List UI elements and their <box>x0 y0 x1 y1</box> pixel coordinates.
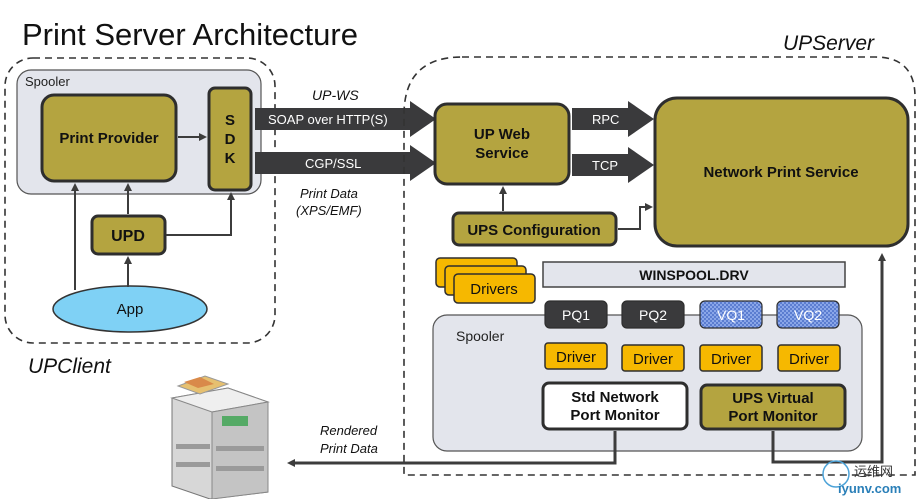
rendered-label-line2: Print Data <box>320 441 378 456</box>
ups-configuration-label: UPS Configuration <box>467 222 600 239</box>
ups-virtual-port-monitor-box <box>699 383 847 431</box>
rpc-connection-bar <box>572 101 654 137</box>
queue-vq2 <box>776 300 840 329</box>
print-provider-box <box>40 93 178 183</box>
std-network-port-monitor-label-line1: Std Network <box>571 389 659 406</box>
driver-box-1-label: Driver <box>556 349 596 366</box>
sdk-letter-k: K <box>225 150 236 167</box>
upclient-region <box>4 57 276 344</box>
upclient-label: UPClient <box>28 355 112 378</box>
winspool-box <box>542 261 846 288</box>
config-to-nps-arrow <box>618 203 653 230</box>
network-print-service-box <box>653 96 910 248</box>
driver-box-1 <box>544 342 608 370</box>
sdk-letter-d: D <box>225 131 236 148</box>
printer-icon <box>170 375 270 500</box>
app-ellipse <box>52 285 208 333</box>
up-web-service-box <box>433 102 571 186</box>
print-data-label-line2: (XPS/EMF) <box>296 203 362 218</box>
queue-vq1-label: VQ1 <box>717 307 745 323</box>
std-monitor-to-printer-arrow <box>287 431 617 467</box>
driver-box-4 <box>777 344 841 372</box>
winspool-label: WINSPOOL.DRV <box>639 267 749 283</box>
sdk-box <box>207 86 253 192</box>
drivers-stack-label: Drivers <box>470 281 518 298</box>
driver-box-3-label: Driver <box>711 351 751 368</box>
tcp-connection-bar <box>572 147 654 183</box>
network-print-service-label: Network Print Service <box>703 164 858 181</box>
drivers-stack-front <box>453 273 536 304</box>
upserver-label: UPServer <box>783 32 875 55</box>
watermark-line1: 运维网 <box>854 464 893 479</box>
print-data-label-line1: Print Data <box>300 186 358 201</box>
watermark: 运维网 iyunv.com <box>822 460 901 496</box>
queue-pq1 <box>544 300 608 329</box>
ups-configuration-box <box>451 211 618 247</box>
cgp-label: CGP/SSL <box>305 156 361 171</box>
driver-box-2 <box>621 344 685 372</box>
sdk-letter-s: S <box>225 112 235 129</box>
queue-pq2-label: PQ2 <box>639 307 667 323</box>
watermark-line2: iyunv.com <box>838 481 901 496</box>
rendered-label-line1: Rendered <box>320 423 378 438</box>
server-spooler-label: Spooler <box>456 328 505 344</box>
upws-label: UP-WS <box>312 87 359 103</box>
upserver-region <box>403 56 916 476</box>
queue-vq1 <box>699 300 763 329</box>
queue-vq2-label: VQ2 <box>794 307 822 323</box>
soap-label: SOAP over HTTP(S) <box>268 112 388 127</box>
upd-to-sdk-arrow <box>166 192 235 236</box>
rpc-label: RPC <box>592 112 619 127</box>
driver-box-4-label: Driver <box>789 351 829 368</box>
driver-box-2-label: Driver <box>633 351 673 368</box>
ups-virtual-port-monitor-label-line2: Port Monitor <box>728 408 817 425</box>
up-web-service-label-line2: Service <box>475 145 528 162</box>
app-label: App <box>117 301 144 318</box>
cgp-connection-bar <box>255 145 436 181</box>
std-network-port-monitor-box <box>541 381 689 431</box>
upd-label: UPD <box>111 228 145 245</box>
driver-box-3 <box>699 344 763 372</box>
print-provider-label: Print Provider <box>59 130 158 147</box>
ups-virtual-port-monitor-label-line1: UPS Virtual <box>732 390 813 407</box>
page-title: Print Server Architecture <box>22 17 358 52</box>
queue-pq2 <box>621 300 685 329</box>
std-network-port-monitor-label-line2: Port Monitor <box>570 407 659 424</box>
upd-box <box>90 214 167 256</box>
tcp-label: TCP <box>592 158 618 173</box>
queue-pq1-label: PQ1 <box>562 307 590 323</box>
client-spooler-label: Spooler <box>25 74 70 89</box>
monitor-to-nps-arrow <box>771 253 886 464</box>
up-web-service-label-line1: UP Web <box>474 126 530 143</box>
soap-connection-bar <box>255 101 436 137</box>
